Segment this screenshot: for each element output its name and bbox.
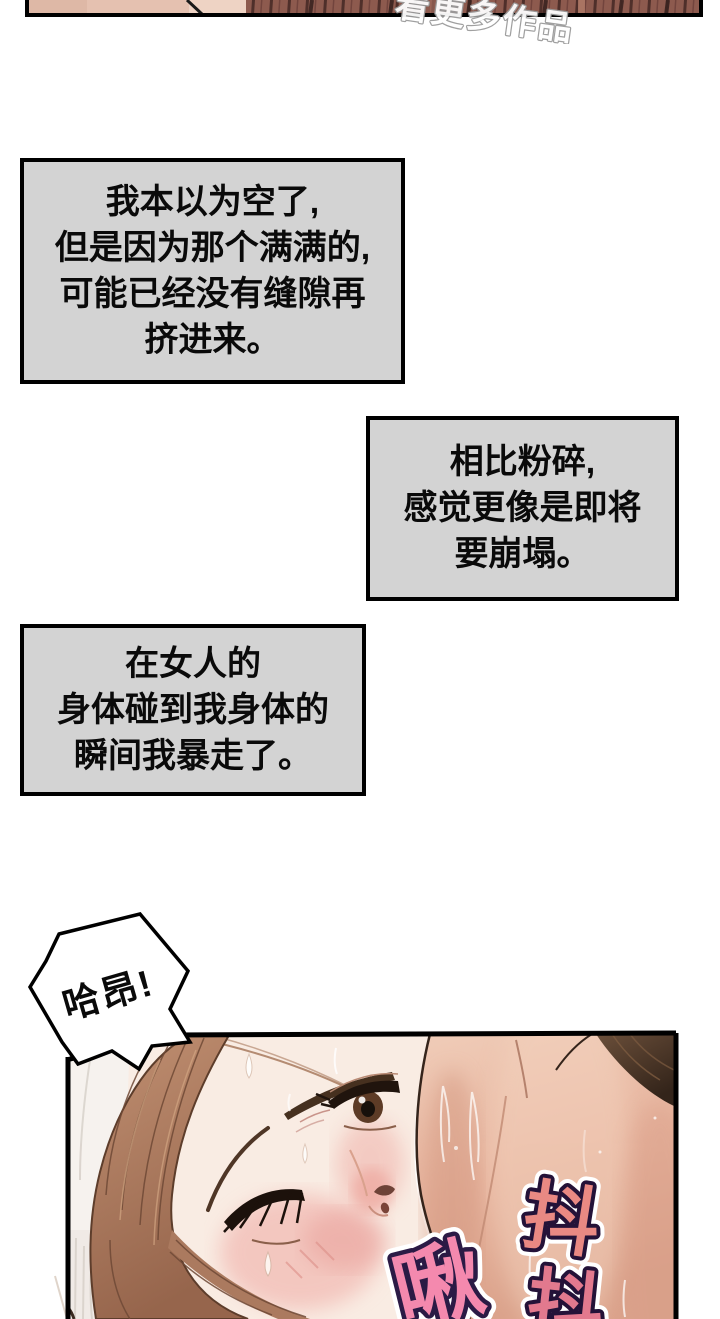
body-outline [415,1034,472,1319]
bottom-panel-art [68,1034,674,1319]
sfx-text-dou-2: 抖 抖 抖 [515,1253,615,1319]
face-sweat [245,1047,338,1277]
speech-bubble: 哈昂! [27,912,193,1072]
eye-left [223,1189,305,1245]
narration-line: 但是因为那个满满的, [54,229,371,267]
narration-line: 感觉更像是即将 [403,489,642,527]
narration-line: 身体碰到我身体的 [57,691,329,729]
narration-box-1: 我本以为空了, 但是因为那个满满的, 可能已经没有缝隙再 挤进来。 [20,158,405,384]
stray-hair-strand [54,1275,68,1319]
woman-facial-features [206,1047,400,1277]
narration-line: 相比粉碎, [449,443,596,481]
narration-line: 挤进来。 [144,321,281,359]
svg-text:抖: 抖 [517,1173,605,1269]
top-panel-image: 看更多作品 [25,0,703,44]
svg-text:抖: 抖 [517,1173,605,1269]
watermark-text: 看更多作品 [393,0,577,44]
narration-line: 在女人的 [125,645,261,683]
narration-line: 要崩塌。 [454,535,591,573]
panel-art-line [185,0,205,17]
narration-line: 瞬间我暴走了。 [74,737,312,775]
bottom-panel: 哈昂! 啾 啾 啾 抖 抖 抖 抖 抖 抖 [27,912,679,1319]
eyebrow-left [206,1126,270,1212]
narration-box-2: 相比粉碎, 感觉更像是即将 要崩塌。 [366,416,679,601]
sweat-drops [439,1085,657,1318]
sfx-text-dou-1: 抖 抖 抖 [509,1165,613,1277]
svg-text:抖: 抖 [523,1261,607,1319]
wood-wall [246,0,701,15]
eye-right [315,1072,400,1131]
nose [349,1149,395,1217]
partner-skin [415,1034,674,1319]
narration-line: 我本以为空了, [105,183,320,221]
dark-hair-corner [596,1034,674,1106]
svg-text:抖: 抖 [523,1261,607,1319]
narration-line: 可能已经没有缝隙再 [59,275,366,313]
narration-box-3: 在女人的 身体碰到我身体的 瞬间我暴走了。 [20,624,366,796]
chin-line [555,1034,593,1071]
woman-hair [89,1034,310,1319]
